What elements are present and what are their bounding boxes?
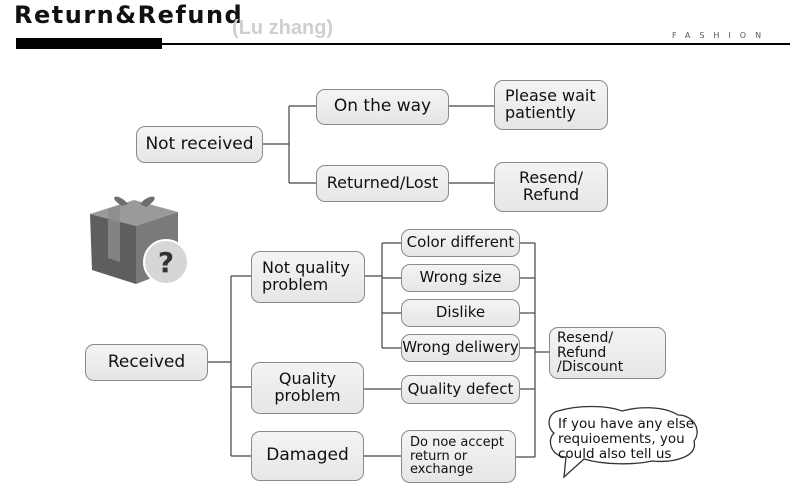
node-quality-defect: Quality defect: [401, 375, 520, 404]
header-bar-thin: [162, 43, 790, 45]
gift-box-question-icon: ?: [90, 196, 189, 285]
brand-label: FASHION: [672, 31, 771, 40]
node-do-not-accept: Do noe accept return or exchange: [401, 430, 516, 483]
node-wrong-size: Wrong size: [401, 264, 520, 292]
speech-bubble-icon: [548, 405, 698, 479]
watermark: (Lu zhang): [232, 17, 334, 39]
node-dislike: Dislike: [401, 299, 520, 327]
node-quality-problem: Quality problem: [251, 362, 364, 414]
node-on-the-way: On the way: [316, 89, 449, 125]
node-received: Received: [85, 344, 208, 381]
speech-bubble-text: If you have any else requioements, you c…: [558, 416, 695, 462]
node-please-wait: Please wait patiently: [494, 80, 608, 130]
node-wrong-delivery: Wrong deliwery: [401, 334, 520, 362]
node-resend-refund: Resend/ Refund: [494, 162, 608, 212]
node-damaged: Damaged: [251, 431, 364, 481]
node-not-received: Not received: [136, 126, 263, 163]
node-resend-refund-discount: Resend/ Refund /Discount: [549, 327, 666, 379]
node-not-quality-problem: Not quality problem: [251, 251, 365, 303]
node-color-different: Color different: [401, 229, 520, 257]
svg-text:?: ?: [158, 246, 174, 279]
page-title: Return&Refund: [14, 1, 244, 29]
node-returned-lost: Returned/Lost: [316, 165, 449, 202]
header-bar-thick: [16, 38, 162, 49]
